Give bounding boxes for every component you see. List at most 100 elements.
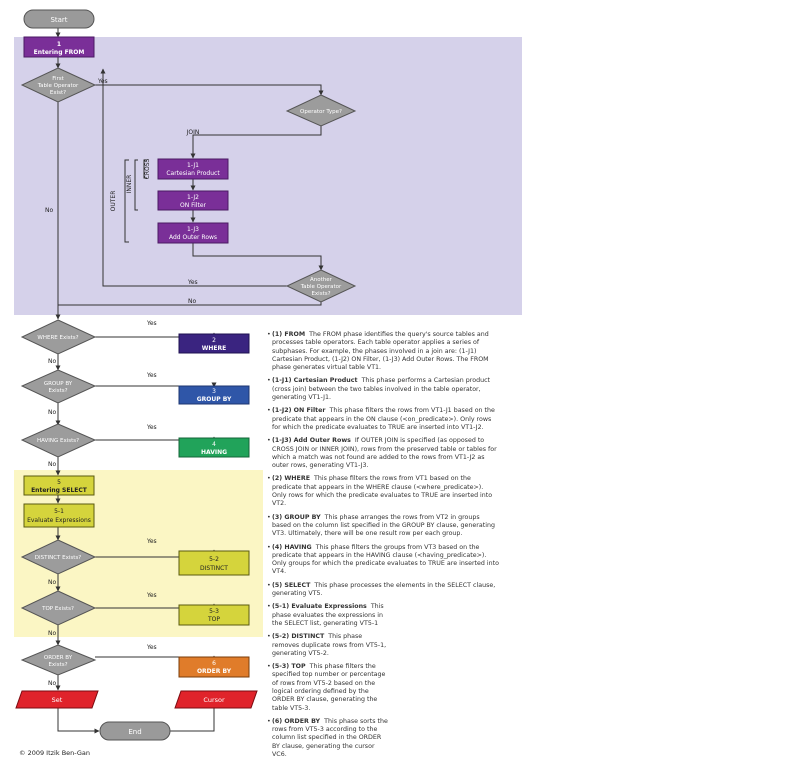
svg-text:1-J3: 1-J3 — [187, 226, 199, 233]
svg-text:WHERE: WHERE — [202, 345, 226, 352]
cursor-result: Cursor — [174, 690, 258, 709]
order-by-exists-decision: ORDER BY Exists? — [20, 644, 97, 676]
svg-text:Exists?: Exists? — [48, 662, 67, 668]
another-table-operator-decision: Another Table Operator Exists? — [285, 269, 357, 303]
note-group-by: (3) GROUP BY This phase arranges the row… — [267, 514, 499, 539]
svg-text:Exists?: Exists? — [48, 388, 67, 394]
svg-text:Add Outer Rows: Add Outer Rows — [169, 234, 217, 241]
svg-text:3: 3 — [212, 388, 216, 395]
where-box: 2 WHERE — [178, 333, 250, 354]
note-having: (4) HAVING This phase filters the groups… — [267, 544, 499, 577]
note-cartesian-product: (1-J1) Cartesian Product This phase perf… — [267, 377, 499, 402]
svg-text:5-1: 5-1 — [54, 508, 64, 515]
yes-label: Yes — [146, 538, 157, 545]
svg-text:HAVING: HAVING — [201, 449, 227, 456]
svg-text:GROUP BY: GROUP BY — [197, 396, 232, 403]
set-result: Set — [15, 690, 99, 709]
note-add-outer-rows: (1-J3) Add Outer Rows If OUTER JOIN is s… — [267, 437, 499, 470]
note-order-by: (6) ORDER BY This phase sorts the rows f… — [267, 718, 388, 759]
distinct-box: 5-2 DISTINCT — [178, 550, 250, 576]
yes-label: Yes — [146, 320, 157, 327]
inner-label: INNER — [126, 175, 133, 194]
group-by-box: 3 GROUP BY — [178, 385, 250, 405]
no-label: No — [48, 630, 56, 637]
yes-label: Yes — [187, 279, 198, 286]
svg-text:Table Operator: Table Operator — [37, 83, 79, 89]
no-label: No — [45, 207, 53, 214]
svg-text:Start: Start — [50, 16, 67, 24]
svg-text:Evaluate Expressions: Evaluate Expressions — [27, 517, 91, 524]
from-phase-region — [14, 37, 522, 315]
svg-text:ON Filter: ON Filter — [180, 202, 207, 209]
having-box: 4 HAVING — [178, 437, 250, 458]
top-exists-decision: TOP Exists? — [20, 590, 97, 626]
note-on-filter: (1-J2) ON Filter This phase filters the … — [267, 407, 499, 432]
top-box: 5-3 TOP — [178, 604, 250, 626]
svg-text:6: 6 — [212, 660, 216, 667]
svg-text:End: End — [128, 728, 141, 736]
no-label: No — [48, 680, 56, 687]
first-table-operator-decision: First Table Operator Exist? — [20, 67, 97, 103]
svg-text:5-3: 5-3 — [209, 608, 219, 615]
join-label: JOIN — [186, 129, 200, 136]
svg-text:Entering SELECT: Entering SELECT — [31, 487, 88, 494]
where-exists-decision: WHERE Exists? — [20, 319, 97, 355]
svg-text:DISTINCT: DISTINCT — [200, 565, 228, 572]
svg-text:Table Operator: Table Operator — [300, 284, 342, 290]
svg-text:5: 5 — [57, 479, 61, 486]
outer-label: OUTER — [110, 191, 117, 212]
entering-select-box: 5 Entering SELECT — [23, 475, 95, 496]
svg-text:WHERE Exists?: WHERE Exists? — [37, 335, 78, 341]
svg-text:ORDER BY: ORDER BY — [44, 655, 73, 661]
copyright-notice: © 2009 Itzik Ben-Gan — [19, 749, 90, 757]
order-by-box: 6 ORDER BY — [178, 656, 250, 678]
svg-text:5-2: 5-2 — [209, 556, 219, 563]
svg-text:1-J2: 1-J2 — [187, 194, 199, 201]
no-label: No — [48, 579, 56, 586]
note-distinct: (5-2) DISTINCT This phase removes duplic… — [267, 633, 388, 658]
yes-label: Yes — [97, 78, 108, 85]
distinct-exists-decision: DISTINCT Exists? — [20, 539, 97, 575]
yes-label: Yes — [146, 592, 157, 599]
add-outer-rows-box: 1-J3 Add Outer Rows — [157, 222, 229, 244]
yes-label: Yes — [146, 424, 157, 431]
note-where: (2) WHERE This phase filters the rows fr… — [267, 475, 499, 508]
svg-text:HAVING Exists?: HAVING Exists? — [37, 438, 79, 444]
note-from: (1) FROM The FROM phase identifies the q… — [267, 331, 499, 372]
on-filter-box: 1-J2 ON Filter — [157, 190, 229, 211]
evaluate-expressions-box: 5-1 Evaluate Expressions — [23, 503, 95, 528]
note-evaluate-expressions: (5-1) Evaluate Expressions This phase ev… — [267, 603, 388, 628]
no-label: No — [188, 298, 196, 305]
no-label: No — [48, 409, 56, 416]
having-exists-decision: HAVING Exists? — [20, 423, 97, 458]
phase-descriptions: (1) FROM The FROM phase identifies the q… — [267, 331, 499, 764]
note-select: (5) SELECT This phase processes the elem… — [267, 582, 499, 599]
svg-text:1: 1 — [57, 41, 61, 48]
no-label: No — [48, 358, 56, 365]
svg-text:Set: Set — [52, 696, 63, 704]
no-label: No — [48, 461, 56, 468]
svg-text:First: First — [52, 76, 64, 82]
cartesian-product-box: 1-J1 Cartesian Product — [157, 158, 229, 180]
svg-text:Another: Another — [310, 277, 333, 283]
svg-text:Cursor: Cursor — [203, 696, 225, 704]
svg-text:Cartesian Product: Cartesian Product — [166, 170, 220, 177]
operator-type-decision: Operator Type? — [285, 94, 357, 127]
svg-text:ORDER BY: ORDER BY — [197, 668, 232, 675]
group-by-exists-decision: GROUP BY Exists? — [20, 369, 97, 404]
svg-text:1-J1: 1-J1 — [187, 162, 199, 169]
svg-text:TOP Exists?: TOP Exists? — [41, 606, 74, 612]
svg-text:GROUP BY: GROUP BY — [44, 381, 73, 387]
svg-text:2: 2 — [212, 337, 216, 344]
start-node: Start — [23, 9, 95, 29]
cross-label: CROSS — [144, 158, 151, 179]
end-node: End — [99, 721, 171, 741]
entering-from-box: 1 Entering FROM — [23, 36, 95, 58]
yes-label: Yes — [146, 644, 157, 651]
svg-text:Exists?: Exists? — [311, 291, 330, 297]
yes-label: Yes — [146, 372, 157, 379]
svg-text:DISTINCT Exists?: DISTINCT Exists? — [35, 555, 82, 561]
note-top: (5-3) TOP This phase filters the specifi… — [267, 663, 388, 713]
svg-text:TOP: TOP — [207, 616, 220, 623]
